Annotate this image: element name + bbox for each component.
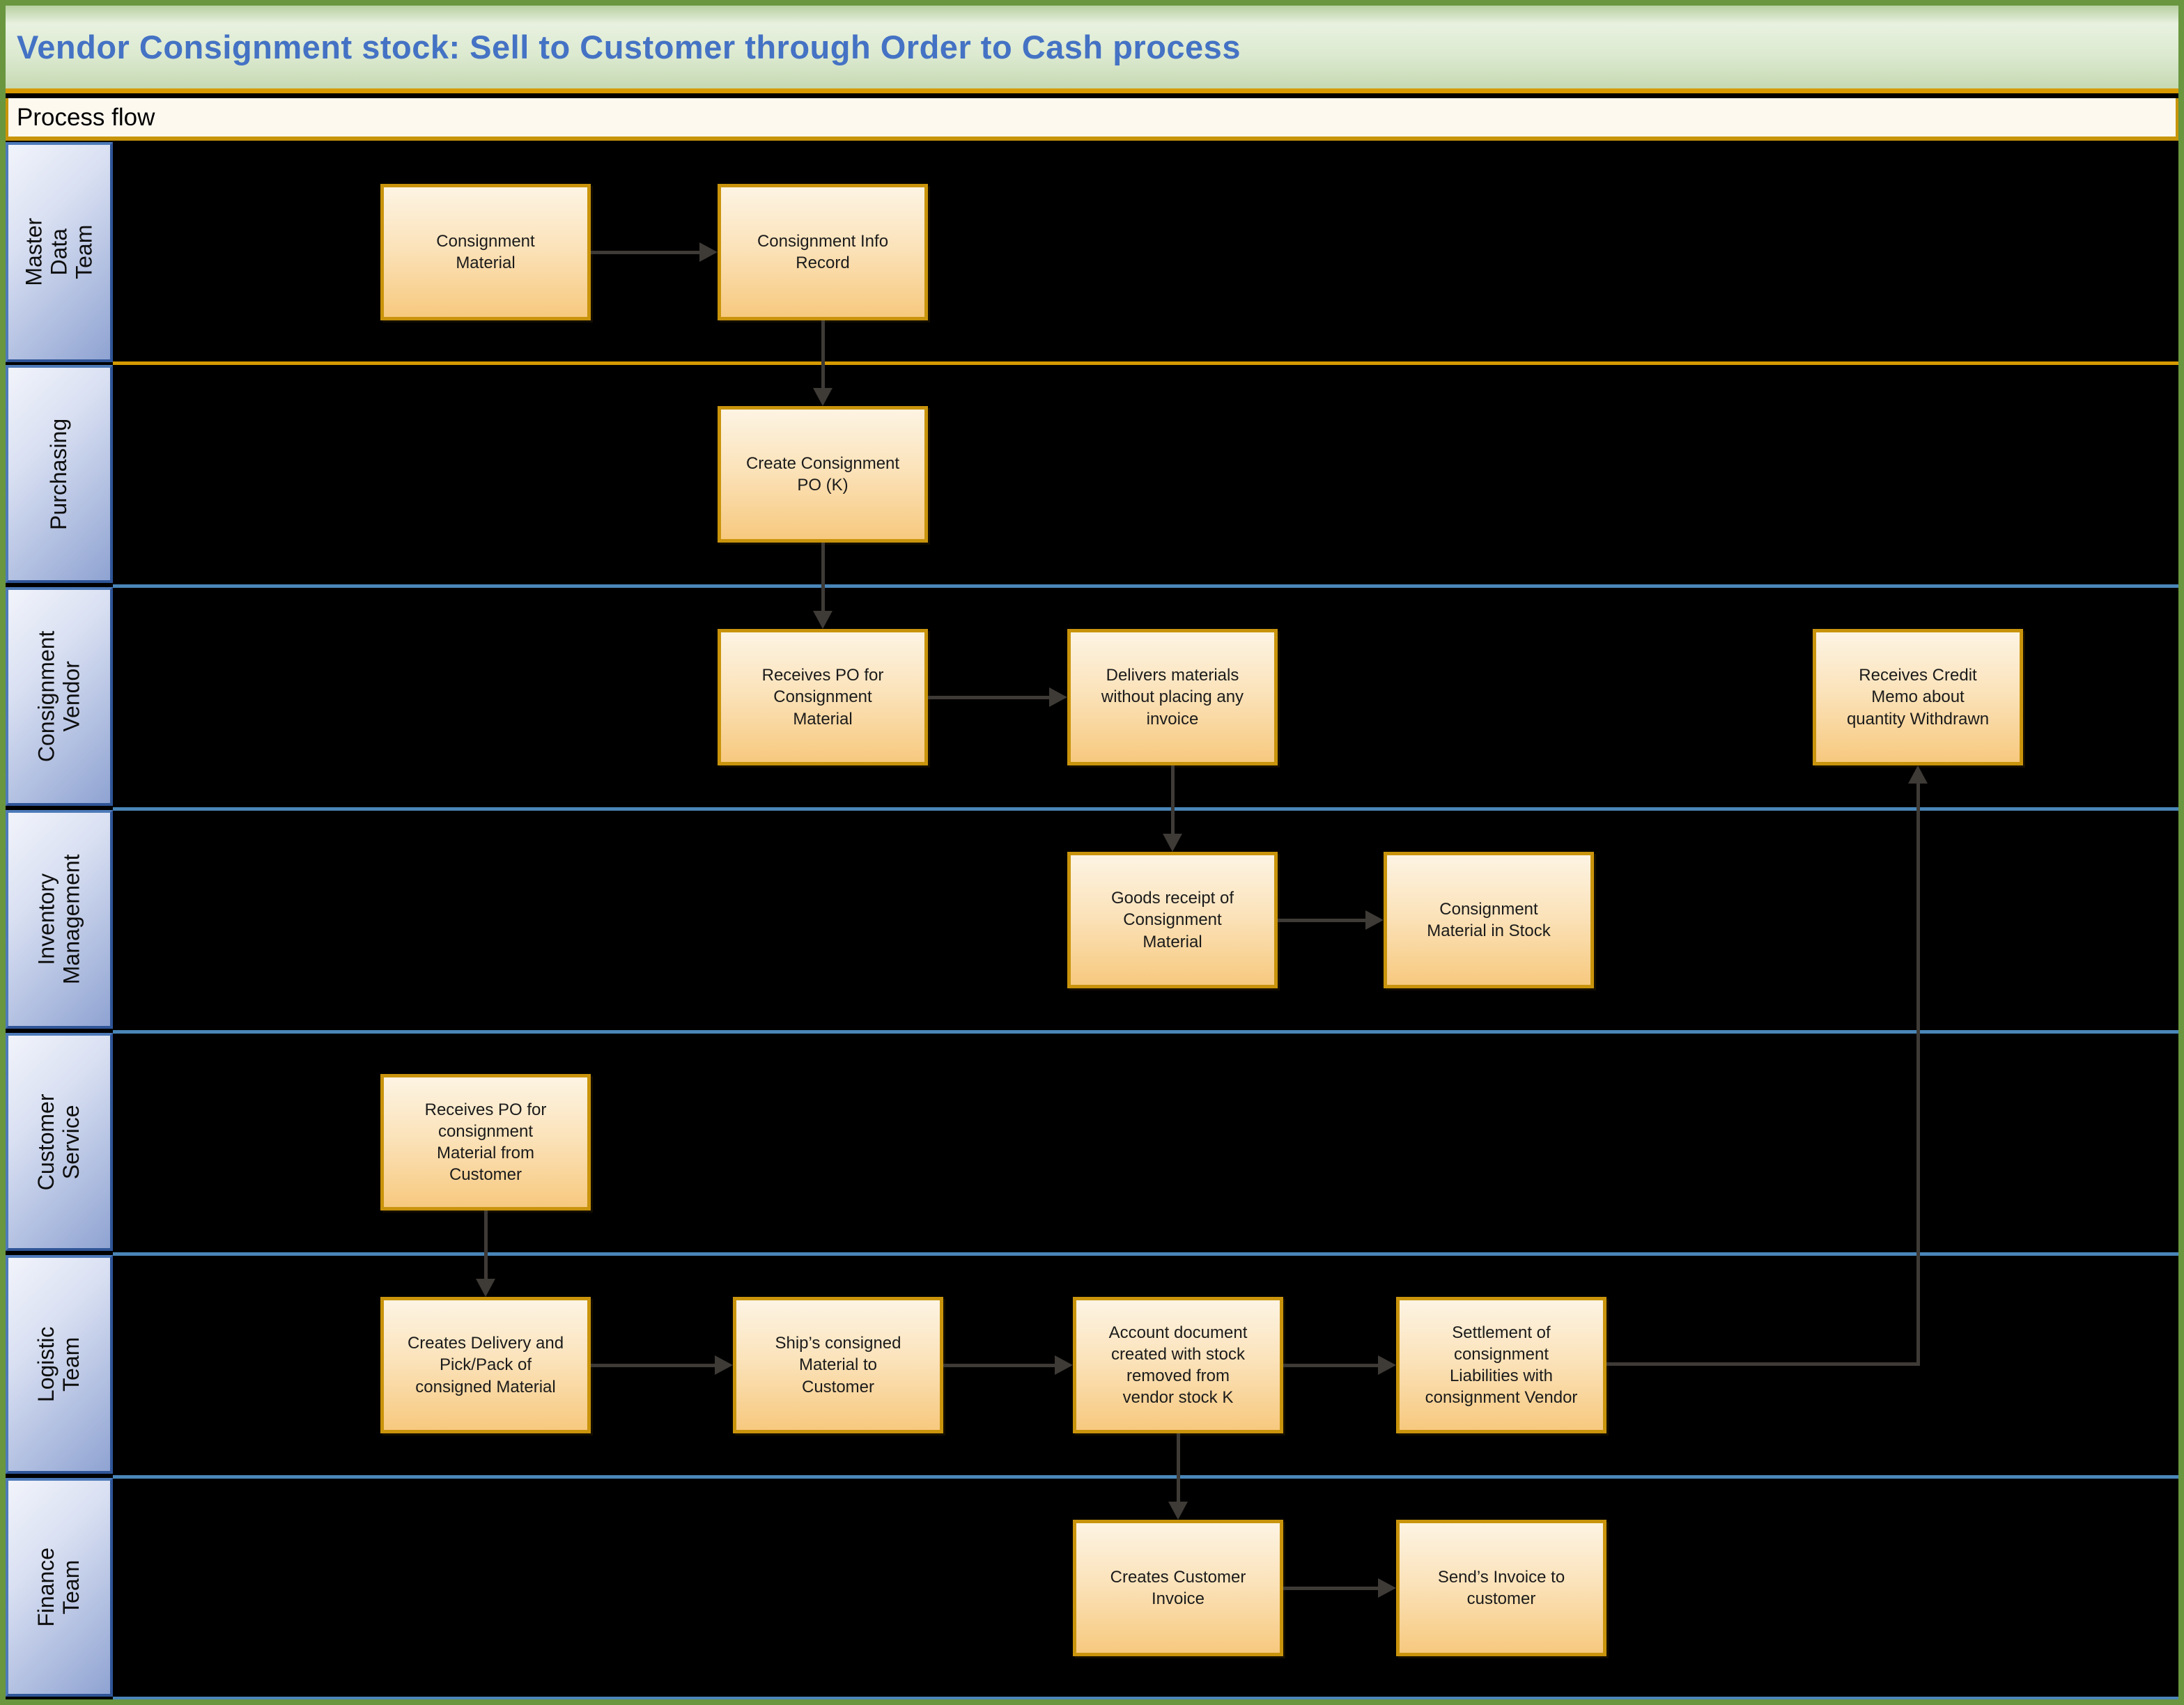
- lane-separator: [113, 1030, 2178, 1034]
- arrowhead: [1163, 834, 1182, 852]
- node-ships-consigned-material: Ship’s consigned Material to Customer: [733, 1297, 943, 1433]
- node-receives-po-consignment: Receives PO for Consignment Material: [718, 629, 928, 765]
- lane-separator: [113, 807, 2178, 811]
- lane-label-purchasing: Purchasing: [6, 365, 113, 583]
- arrowhead: [1378, 1578, 1396, 1598]
- node-creates-delivery: Creates Delivery and Pick/Pack of consig…: [380, 1297, 591, 1433]
- arrow-inforecord-to-po: [821, 320, 825, 388]
- lane-separator: [113, 1697, 2178, 1699]
- arrowhead: [813, 388, 832, 406]
- node-delivers-materials: Delivers materials without placing any i…: [1067, 629, 1278, 765]
- arrow-settlement-to-creditmemo-horizontal: [1606, 1362, 1919, 1366]
- arrowhead: [1168, 1502, 1188, 1520]
- arrow-invoice-to-sendsinvoice: [1283, 1587, 1378, 1590]
- arrow-settlement-to-creditmemo-vertical: [1916, 784, 1920, 1366]
- node-create-consignment-po: Create Consignment PO (K): [718, 406, 928, 543]
- lane-label-customer-service: Customer Service: [6, 1033, 113, 1251]
- arrow-ships-to-accountdoc: [943, 1364, 1055, 1367]
- title-bar: Vendor Consignment stock: Sell to Custom…: [6, 6, 2178, 93]
- node-receives-credit-memo: Receives Credit Memo about quantity With…: [1813, 629, 2023, 765]
- arrow-accountdoc-to-settlement: [1283, 1364, 1378, 1367]
- lane-label-logistic-team: Logistic Team: [6, 1255, 113, 1474]
- node-account-document: Account document created with stock remo…: [1073, 1297, 1283, 1433]
- arrow-pocustomer-to-delivery: [484, 1210, 488, 1279]
- node-consignment-info-record: Consignment Info Record: [718, 184, 928, 320]
- arrow-po-to-receivespo: [821, 543, 825, 611]
- lane-label-text: Master Data Team: [21, 218, 96, 286]
- process-flow-label: Process flow: [17, 103, 155, 131]
- lane-label-text: Customer Service: [33, 1093, 84, 1190]
- lane-separator: [113, 584, 2178, 588]
- arrowhead: [813, 611, 832, 629]
- arrow-receivespo-to-delivers: [928, 696, 1049, 699]
- lane-separator: [113, 1252, 2178, 1256]
- arrowhead: [715, 1355, 733, 1375]
- lane-label-text: Finance Team: [33, 1548, 84, 1627]
- arrowhead: [476, 1279, 495, 1297]
- lane-label-finance-team: Finance Team: [6, 1478, 113, 1697]
- lane-separator: [113, 361, 2178, 365]
- arrowhead: [1365, 910, 1384, 930]
- lane-label-text: Inventory Management: [33, 854, 84, 985]
- node-consignment-in-stock: Consignment Material in Stock: [1384, 852, 1594, 988]
- lane-label-text: Purchasing: [46, 418, 72, 530]
- arrow-delivery-to-ships: [591, 1364, 715, 1367]
- node-receives-po-customer: Receives PO for consignment Material fro…: [380, 1074, 591, 1210]
- node-consignment-material: Consignment Material: [380, 184, 591, 320]
- arrow-accountdoc-to-invoice: [1177, 1433, 1180, 1502]
- arrow-delivers-to-goodsreceipt: [1171, 765, 1175, 834]
- node-goods-receipt: Goods receipt of Consignment Material: [1067, 852, 1278, 988]
- process-flow-header: Process flow: [6, 98, 2178, 141]
- lane-label-text: Consignment Vendor: [33, 630, 84, 763]
- lane-separator: [113, 1475, 2178, 1479]
- lane-label-master-data-team: Master Data Team: [6, 142, 113, 362]
- page-title: Vendor Consignment stock: Sell to Custom…: [17, 29, 1241, 65]
- arrowhead: [1049, 687, 1067, 707]
- arrow-material-to-inforecord: [591, 251, 699, 254]
- lane-label-text: Logistic Team: [33, 1326, 84, 1403]
- arrowhead: [699, 242, 718, 262]
- arrowhead: [1378, 1355, 1396, 1375]
- node-creates-customer-invoice: Creates Customer Invoice: [1073, 1520, 1283, 1656]
- arrow-goodsreceipt-to-stock: [1278, 919, 1365, 922]
- lane-label-inventory-management: Inventory Management: [6, 810, 113, 1029]
- node-sends-invoice: Send’s Invoice to customer: [1396, 1520, 1606, 1656]
- arrowhead: [1055, 1355, 1073, 1375]
- node-settlement-liabilities: Settlement of consignment Liabilities wi…: [1396, 1297, 1606, 1433]
- lane-label-consignment-vendor: Consignment Vendor: [6, 587, 113, 806]
- arrowhead: [1908, 765, 1928, 784]
